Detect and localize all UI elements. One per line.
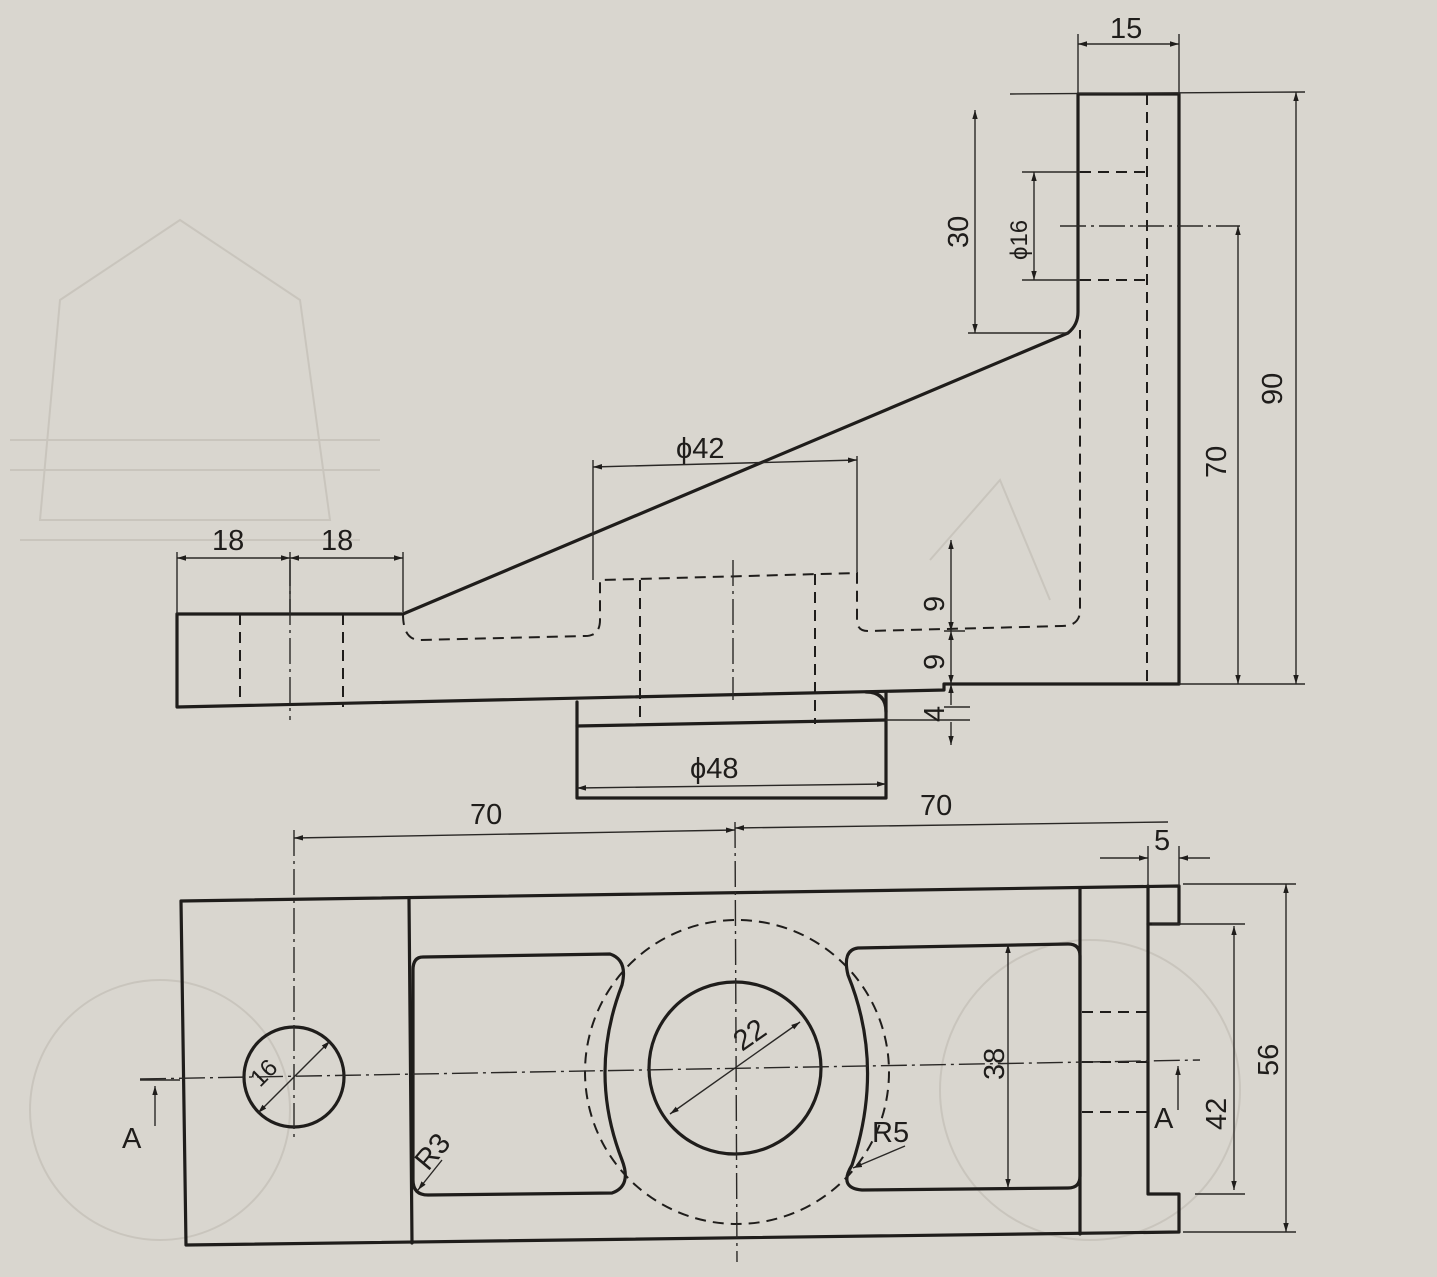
plan-view: 70 70 5 56 42 38 16 22 R3 R5 [122,790,1296,1263]
dim-70-vertical: 70 [1201,446,1233,478]
dim-phi48: ϕ48 [690,753,739,785]
dim-38: 38 [979,1048,1011,1080]
dim-phi42: ϕ42 [676,433,725,465]
dim-70-left: 70 [470,799,502,831]
dim-9-base: 9 [919,654,951,670]
dim-phi16-upright: ϕ16 [1006,220,1033,260]
pocket-outline [411,952,627,1197]
flange-bore-line [575,718,888,728]
section-mark-left: A [122,1123,142,1155]
dim-5: 5 [1154,825,1170,857]
dim-90: 90 [1257,373,1289,405]
dim-70-right: 70 [920,790,952,822]
dim-15: 15 [1110,13,1142,45]
front-view-outline [175,92,1181,709]
dim-30: 30 [943,216,975,248]
dim-56: 56 [1253,1044,1285,1076]
flange-outline [575,690,888,800]
section-mark-right: A [1154,1103,1174,1135]
central-boss [647,980,823,1156]
dim-18-right: 18 [321,525,353,557]
dim-9-recess: 9 [919,596,951,612]
dim-4-flange: 4 [919,706,951,722]
dim-22-boss: 22 [728,1013,773,1058]
plan-outer-outline [179,884,1181,1247]
dim-42: 42 [1201,1098,1233,1130]
dim-16-plan: 16 [245,1054,283,1092]
hidden-cavity [402,330,1081,642]
dim-r5: R5 [872,1117,909,1149]
dim-r3: R3 [409,1128,457,1177]
dim-18-left: 18 [212,525,244,557]
plan-left-partition [407,896,414,1245]
front-view: 18 18 ϕ42 ϕ48 15 90 70 30 ϕ16 [175,13,1306,800]
pocket-outline-right [844,942,1082,1192]
bleed-through-ghost [10,218,1241,1241]
centerline-plan-horizontal [139,1059,1201,1080]
flange-fillet [864,690,888,714]
